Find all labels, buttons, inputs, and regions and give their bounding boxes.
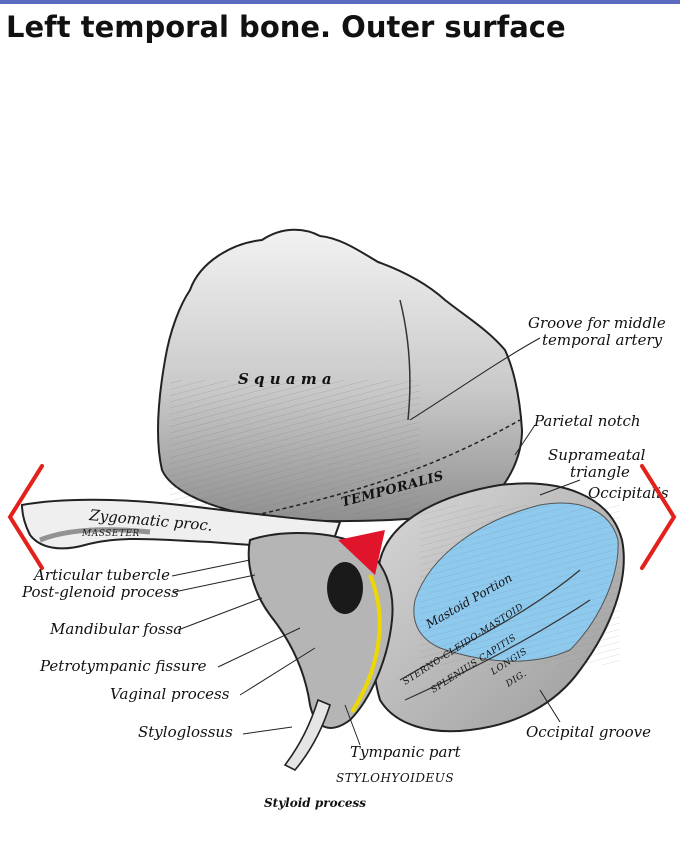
page-title: Left temporal bone. Outer surface [6, 10, 566, 44]
top-accent-bar [0, 0, 680, 4]
label-suprameatal-line1: Suprameatal [548, 446, 646, 464]
leader-tympanic [344, 704, 361, 746]
prev-button[interactable] [4, 462, 44, 572]
label-suprameatal-line2: triangle [570, 463, 630, 481]
masseter-band [39, 527, 151, 543]
mastoid-inner-line-1 [399, 569, 581, 681]
leader-groove [409, 337, 541, 421]
label-masseter: MASSETER [82, 529, 140, 539]
leader-lines [171, 337, 581, 746]
leader-mandibular [177, 597, 263, 631]
label-vaginal-process: Vaginal process [110, 685, 230, 703]
next-button[interactable] [640, 462, 680, 572]
mastoid-texture [420, 505, 620, 665]
leader-articular [171, 559, 251, 577]
squama-inner-line [399, 299, 411, 421]
label-articular-tubercle: Articular tubercle [34, 566, 170, 584]
label-styloid-process: Styloid process [264, 796, 367, 810]
leader-parietal [514, 424, 536, 456]
leader-styloglossus [242, 726, 293, 735]
mastoid-inner-line-2 [404, 599, 591, 701]
external-acoustic-meatus [327, 562, 363, 614]
leader-occipital-groove [539, 689, 561, 723]
label-stylohyoideus: STYLOHYOIDEUS [336, 771, 455, 785]
label-petrotympanic-fissure: Petrotympanic fissure [40, 657, 207, 675]
label-parietal-notch: Parietal notch [534, 412, 641, 430]
leader-vaginal [239, 647, 316, 696]
styloid-process [283, 698, 331, 771]
chevron-left-icon [7, 464, 44, 570]
label-post-glenoid: Post-glenoid process [22, 583, 179, 601]
leader-petrotympanic [217, 627, 301, 668]
label-tympanic-part: Tympanic part [350, 743, 461, 761]
label-groove-middle-line2: temporal artery [542, 331, 663, 349]
yellow-line [350, 574, 382, 714]
label-occipitalis: Occipitalis [588, 484, 669, 502]
squama-texture [170, 380, 420, 515]
label-occipital-groove: Occipital groove [526, 723, 652, 741]
leader-suprameatal [539, 479, 581, 496]
label-mandibular-fossa: Mandibular fossa [50, 620, 183, 638]
label-styloglossus: Styloglossus [138, 723, 233, 741]
chevron-right-icon [640, 464, 677, 570]
label-groove-middle-line1: Groove for middle [528, 314, 666, 332]
red-area [338, 530, 385, 575]
label-squama: S q u a m a [238, 370, 332, 388]
leader-postglenoid [173, 574, 256, 593]
